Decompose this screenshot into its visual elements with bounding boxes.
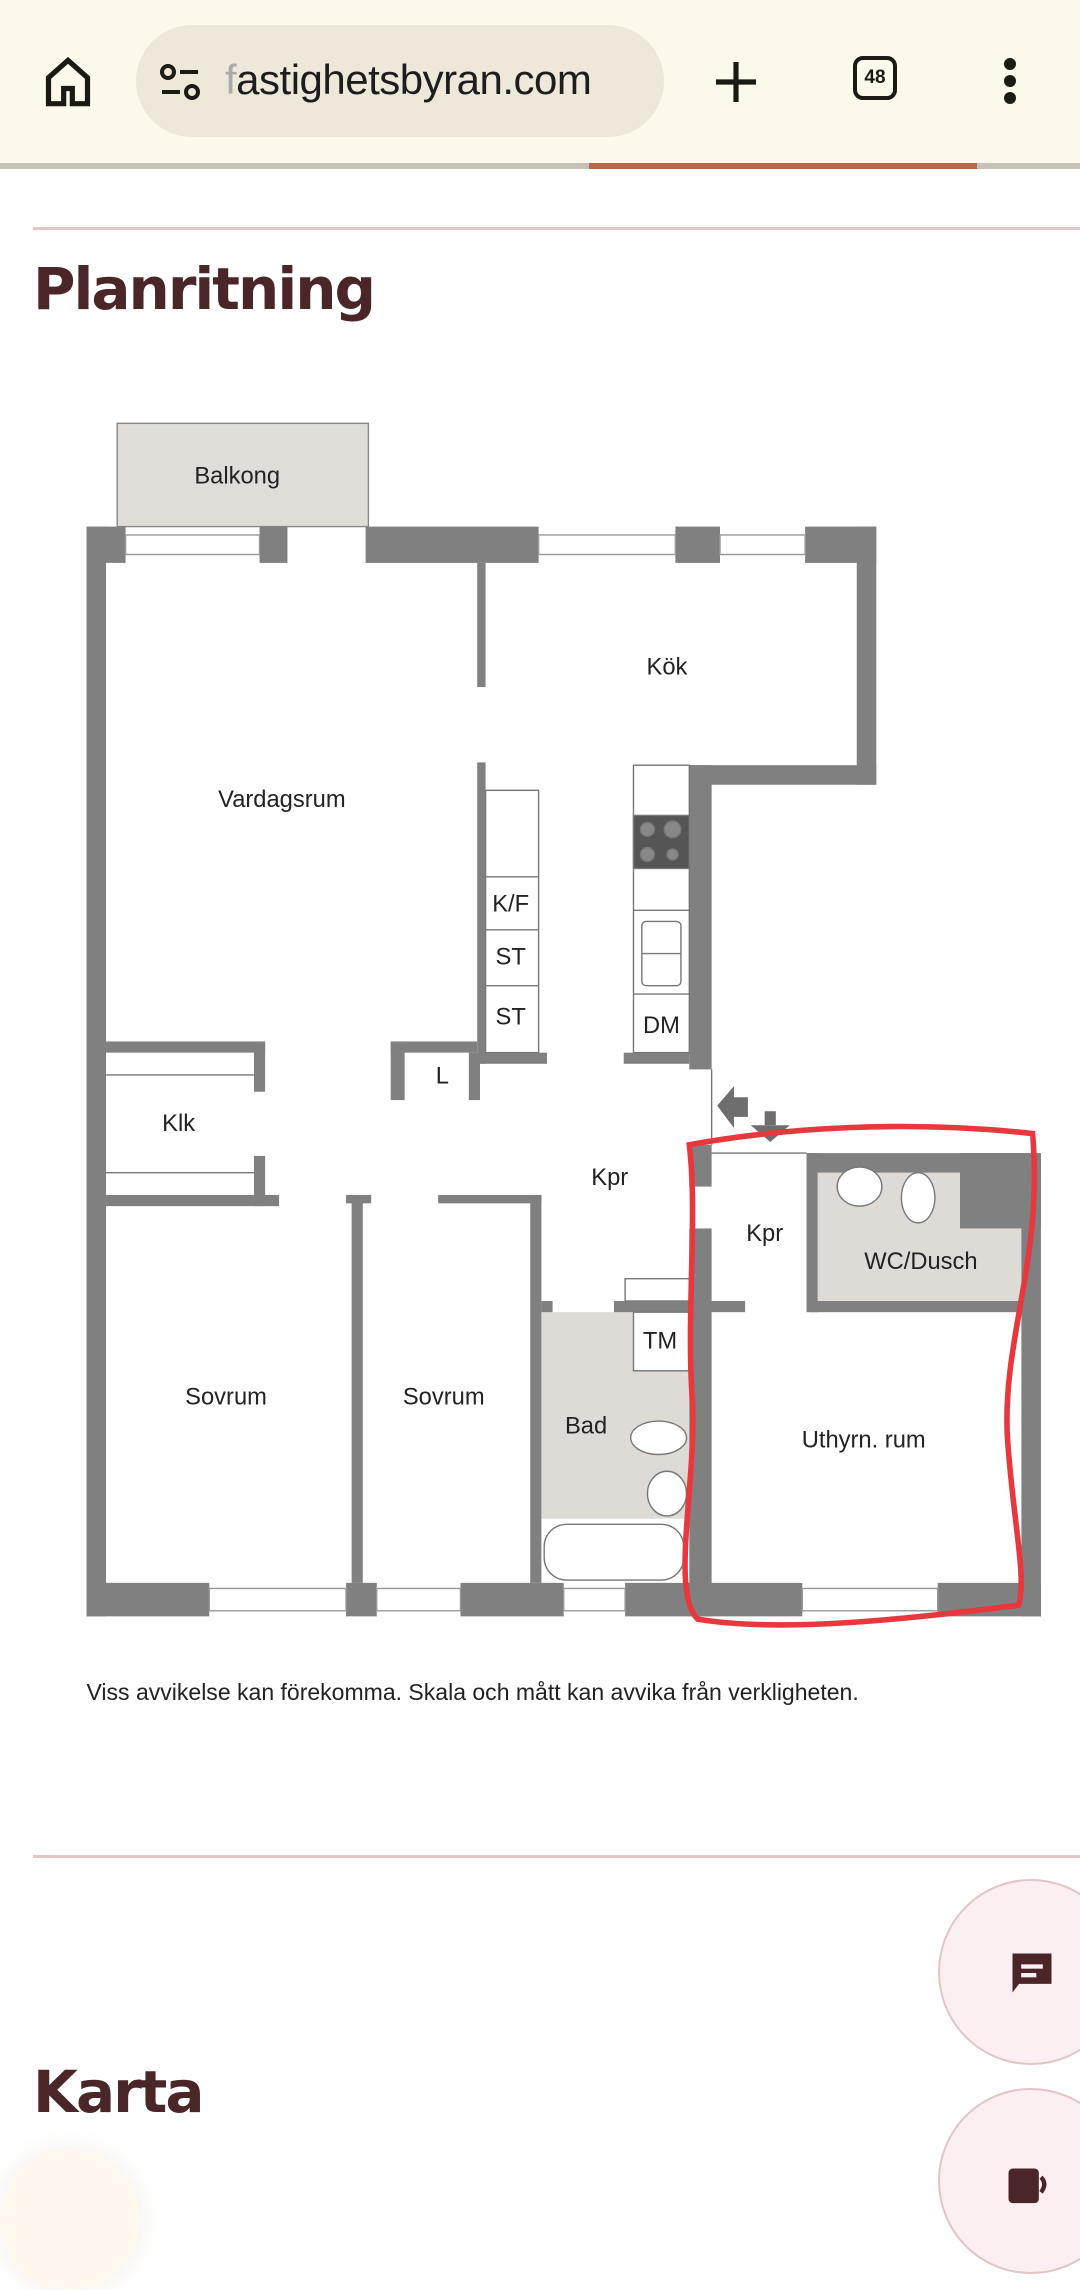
floorplan-caption: Viss avvikelse kan förekomma. Skala och … — [87, 1679, 859, 1705]
label-uthyrn-rum: Uthyrn. rum — [802, 1428, 926, 1454]
label-balkong: Balkong — [194, 463, 280, 489]
label-kok: Kök — [647, 655, 688, 681]
floor-plan: Balkong Kök Vardagsrum K/F ST ST DM L Kl… — [86, 422, 1041, 1705]
chat-button[interactable] — [938, 1879, 1080, 2065]
site-settings-icon[interactable] — [158, 62, 202, 102]
tab-switcher-icon[interactable]: 48 — [853, 56, 897, 100]
label-kf: K/F — [492, 892, 529, 918]
highlight-outline — [682, 1123, 1038, 1628]
floor-plan-fills — [116, 422, 1022, 1519]
label-st: ST — [496, 945, 526, 971]
section-title-karta: Karta — [33, 2058, 205, 2126]
walls — [86, 526, 1041, 1617]
browser-toolbar: fastighetsbyran.com 48 — [0, 0, 1080, 163]
section-divider — [33, 227, 1080, 230]
label-sovrum: Sovrum — [403, 1384, 485, 1410]
label-wc-dusch: WC/Dusch — [864, 1249, 977, 1275]
label-sovrum: Sovrum — [185, 1384, 267, 1410]
label-dm: DM — [643, 1013, 680, 1039]
label-kpr: Kpr — [746, 1221, 783, 1247]
label-st: ST — [496, 1005, 526, 1031]
more-menu-icon[interactable] — [998, 56, 1022, 106]
label-tm: TM — [643, 1328, 677, 1354]
label-klk: Klk — [162, 1111, 195, 1137]
label-vardagsrum: Vardagsrum — [218, 787, 345, 813]
label-kpr: Kpr — [591, 1165, 628, 1191]
section-title-planritning: Planritning — [33, 255, 376, 323]
windows — [124, 534, 939, 1612]
home-icon[interactable] — [42, 56, 94, 108]
label-l: L — [436, 1063, 449, 1089]
new-tab-icon[interactable] — [712, 58, 760, 106]
section-divider — [33, 1855, 1080, 1858]
label-bad: Bad — [565, 1414, 607, 1440]
map-preview-glow — [0, 2150, 140, 2290]
fixtures — [106, 764, 936, 1581]
phone-chat-icon — [1008, 2168, 1047, 2204]
url-text[interactable]: fastighetsbyran.com — [225, 56, 592, 103]
address-bar[interactable] — [136, 25, 664, 137]
room-labels: Balkong Kök Vardagsrum K/F ST ST DM L Kl… — [162, 463, 977, 1453]
chat-icon — [1012, 1953, 1052, 1993]
page-load-progress — [0, 163, 1080, 169]
